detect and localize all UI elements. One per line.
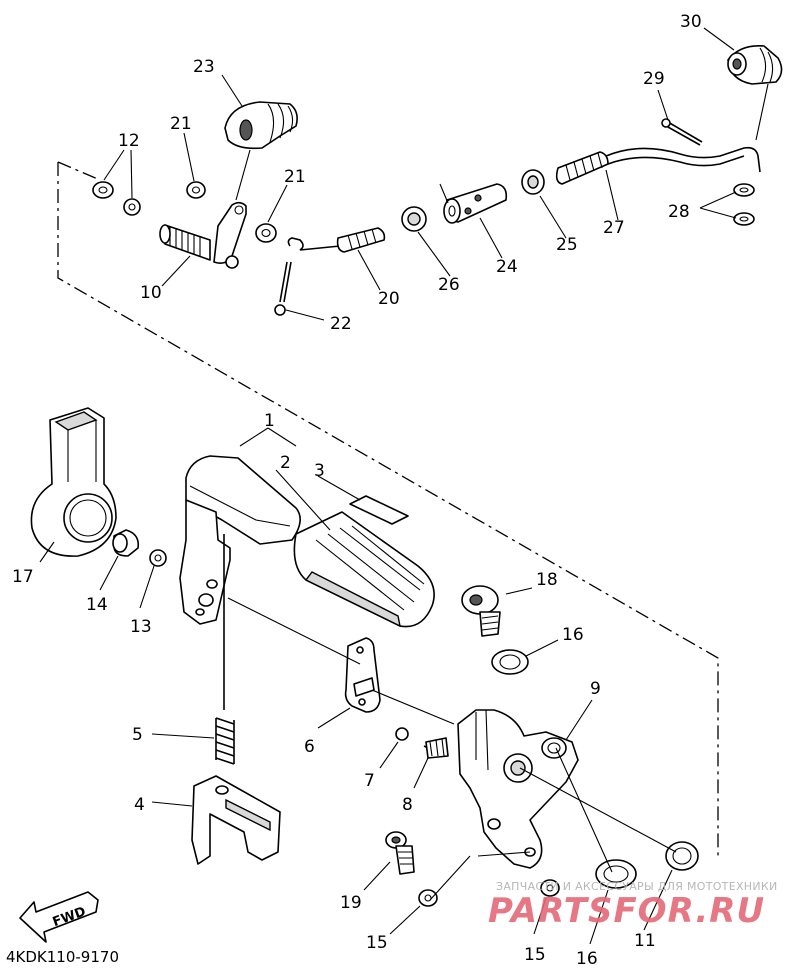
plate-6 bbox=[344, 637, 381, 713]
washer-11 bbox=[665, 841, 699, 871]
callout-1: 1 bbox=[264, 411, 275, 431]
washer-28a bbox=[733, 183, 755, 197]
washer-15a bbox=[418, 889, 438, 907]
callout-22: 22 bbox=[330, 314, 352, 334]
callout-21b: 21 bbox=[284, 167, 306, 187]
washer-21b bbox=[255, 223, 277, 243]
assembly-boundary bbox=[57, 161, 719, 860]
callout-20: 20 bbox=[378, 289, 400, 309]
lever-10 bbox=[159, 201, 247, 269]
callout-28: 28 bbox=[668, 202, 690, 222]
washer-16b bbox=[595, 859, 637, 889]
washer-15b bbox=[540, 879, 560, 897]
bushing-14 bbox=[112, 529, 140, 557]
callout-9: 9 bbox=[590, 679, 601, 699]
callout-23: 23 bbox=[193, 57, 215, 77]
spring-8 bbox=[423, 737, 449, 759]
callout-6: 6 bbox=[304, 737, 315, 757]
callout-25: 25 bbox=[556, 235, 578, 255]
callout-10: 10 bbox=[140, 283, 162, 303]
callout-16a: 16 bbox=[562, 625, 584, 645]
housing-9 bbox=[457, 709, 579, 869]
callout-17: 17 bbox=[12, 567, 34, 587]
callout-13: 13 bbox=[130, 617, 152, 637]
sleeve-24 bbox=[443, 183, 508, 224]
nut-25 bbox=[521, 169, 545, 195]
callout-3: 3 bbox=[314, 461, 325, 481]
callout-12: 12 bbox=[118, 131, 140, 151]
callout-30: 30 bbox=[680, 12, 702, 32]
callout-14: 14 bbox=[86, 595, 108, 615]
callout-8: 8 bbox=[402, 795, 413, 815]
callout-15b: 15 bbox=[524, 945, 546, 965]
watermark-brand: PARTSFOR.RU bbox=[488, 891, 765, 931]
callout-26: 26 bbox=[438, 275, 460, 295]
washer-28b bbox=[733, 212, 755, 226]
callout-labels: 12 21 23 21 10 20 22 26 24 25 27 28 29 3… bbox=[12, 12, 702, 969]
pedal-1 bbox=[179, 455, 301, 710]
ball-7 bbox=[395, 727, 409, 741]
callout-5: 5 bbox=[132, 725, 143, 745]
watermark-caption: ЗАПЧАСТИ И АКСЕССУАРЫ ДЛЯ МОТОТЕХНИКИ bbox=[496, 880, 778, 893]
bolt-18 bbox=[461, 585, 501, 637]
catalog-code: 4KDK110-9170 bbox=[6, 948, 119, 966]
callout-29: 29 bbox=[643, 69, 665, 89]
washer-13 bbox=[149, 549, 167, 567]
callout-18: 18 bbox=[536, 570, 558, 590]
pedal-rubber-2 bbox=[293, 511, 435, 628]
callout-24: 24 bbox=[496, 257, 518, 277]
callout-21a: 21 bbox=[170, 114, 192, 134]
callout-19: 19 bbox=[340, 893, 362, 913]
assembly-lines bbox=[227, 183, 677, 901]
rod-20 bbox=[287, 227, 386, 253]
callout-4: 4 bbox=[134, 795, 145, 815]
bolt-19 bbox=[385, 831, 415, 875]
washer-12b bbox=[123, 198, 141, 216]
callout-2: 2 bbox=[280, 453, 291, 473]
collar-17 bbox=[30, 407, 117, 557]
slider-4 bbox=[191, 775, 281, 865]
boot-23 bbox=[224, 101, 298, 150]
washer-12a bbox=[92, 181, 114, 199]
watermark: ЗАПЧАСТИ И АКСЕССУАРЫ ДЛЯ МОТОТЕХНИКИ PA… bbox=[488, 880, 778, 931]
nut-26 bbox=[401, 206, 427, 232]
spring-5 bbox=[215, 717, 235, 765]
callout-27: 27 bbox=[603, 218, 625, 238]
washer-16a bbox=[491, 649, 529, 675]
label-3 bbox=[349, 495, 409, 525]
callout-11: 11 bbox=[634, 931, 656, 951]
fwd-arrow-icon: FWD bbox=[19, 891, 99, 943]
pin-22 bbox=[274, 261, 292, 316]
leader-lines bbox=[39, 27, 769, 945]
rod-27 bbox=[555, 146, 761, 185]
callout-15a: 15 bbox=[366, 933, 388, 953]
boot-30 bbox=[727, 44, 783, 85]
washer-21a bbox=[186, 181, 206, 199]
pin-29 bbox=[661, 118, 703, 146]
callout-7: 7 bbox=[364, 771, 375, 791]
callout-16b: 16 bbox=[576, 949, 598, 969]
